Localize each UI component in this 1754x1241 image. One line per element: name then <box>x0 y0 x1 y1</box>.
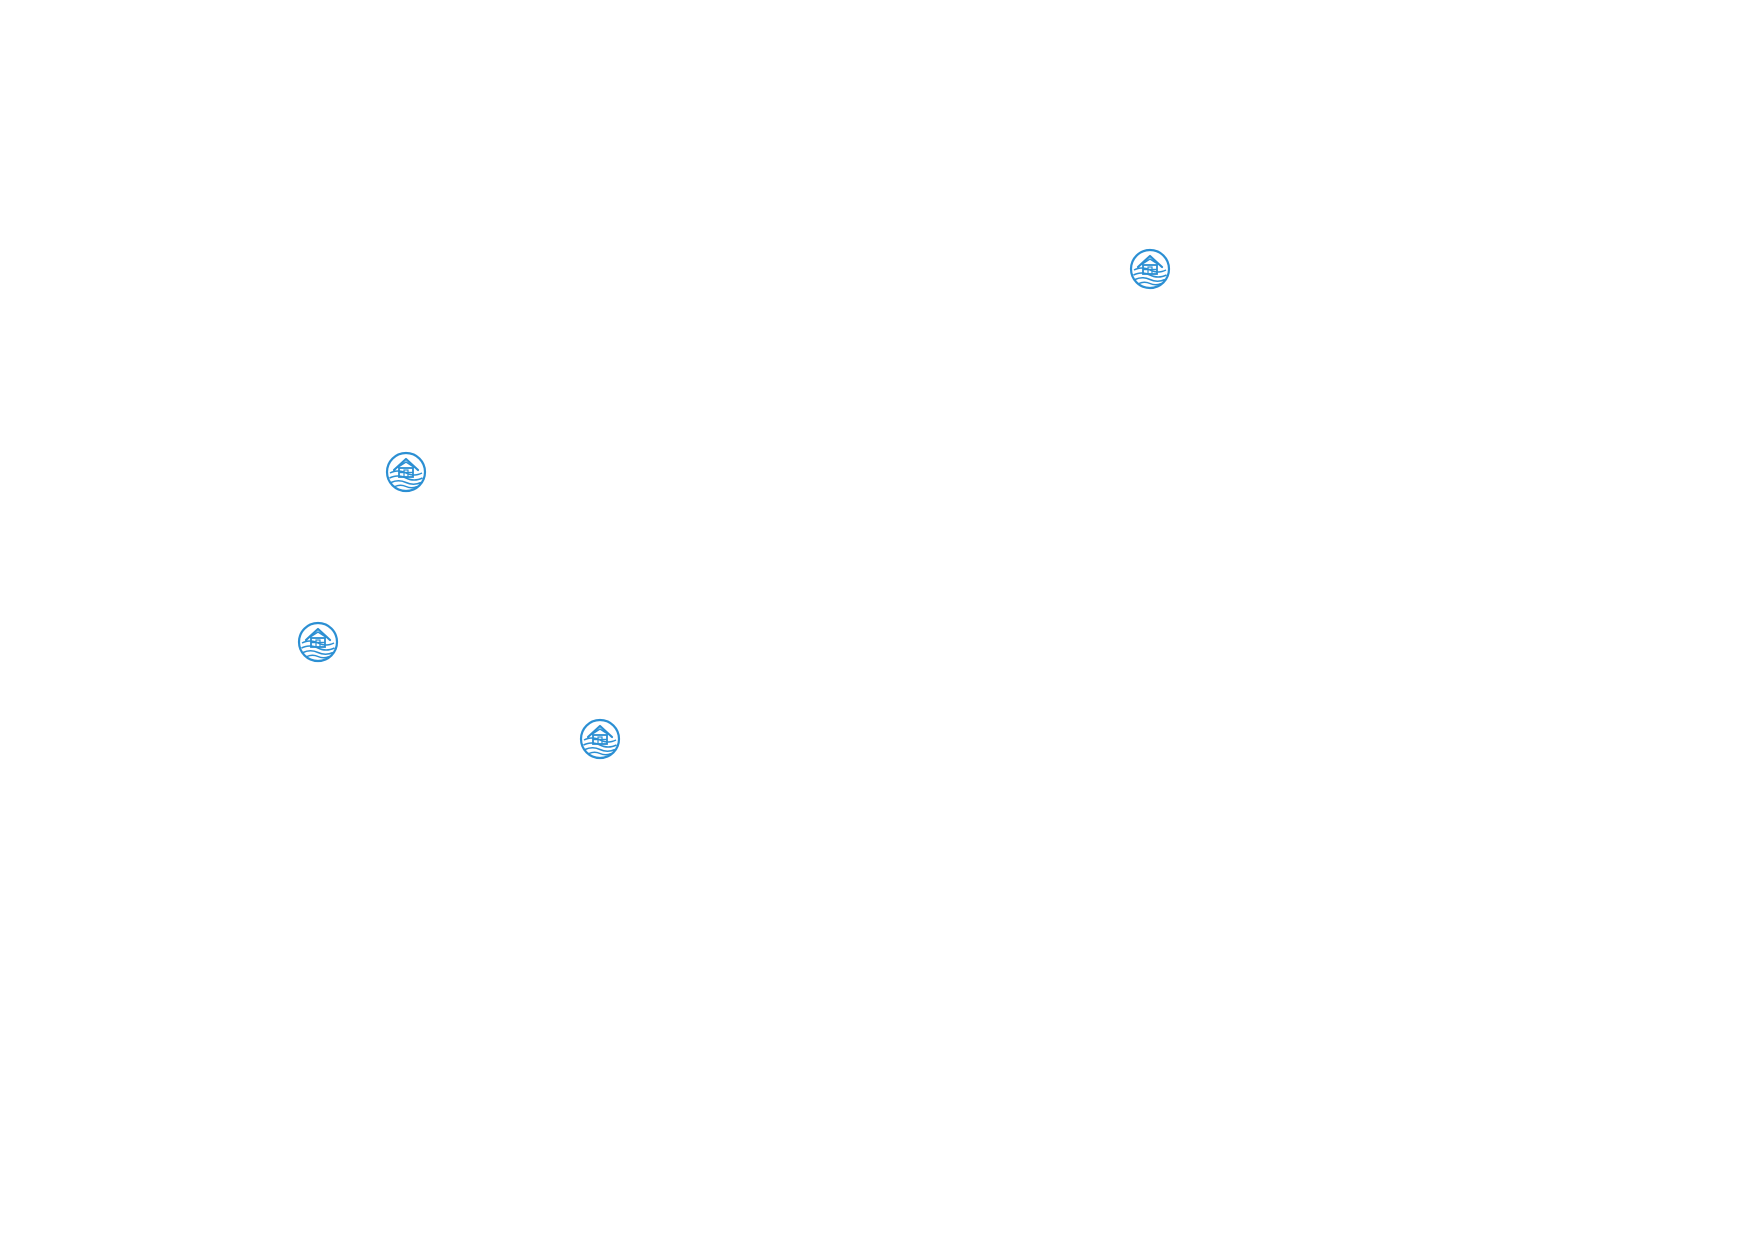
map-marker[interactable] <box>1129 248 1171 290</box>
house-on-water-icon <box>1129 248 1171 290</box>
map-marker[interactable] <box>579 718 621 760</box>
house-on-water-icon <box>385 451 427 493</box>
map-marker[interactable] <box>385 451 427 493</box>
house-on-water-icon <box>579 718 621 760</box>
map-marker[interactable] <box>297 621 339 663</box>
house-on-water-icon <box>297 621 339 663</box>
